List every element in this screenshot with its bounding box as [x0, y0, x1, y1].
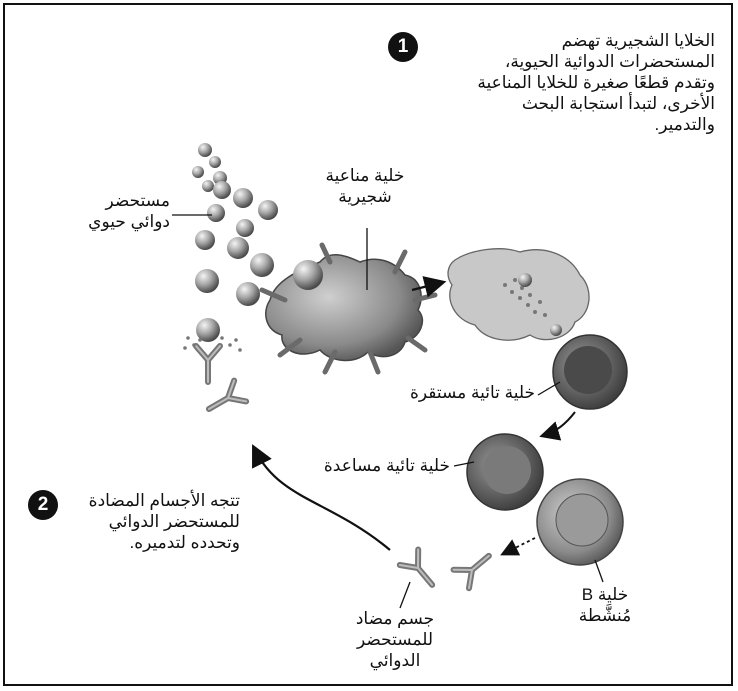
activated-b-cell-label: خلية B مُنشَّطة: [578, 585, 632, 625]
diagram-border: [3, 3, 733, 686]
helper-t-cell: [466, 433, 544, 511]
processing-dendritic-cell: [447, 248, 590, 341]
biologic-drug-label: مستحضر دوائي حيوي: [88, 191, 170, 231]
step-1-text: الخلايا الشجيرية تهضم المستحضرات الدوائي…: [477, 31, 715, 134]
step-2-text: تتجه الأجسام المضادة للمستحضر الدوائي وت…: [88, 491, 240, 552]
drug-particles: [192, 143, 278, 306]
antibody-label: جسم مضاد للمستحضر الدوائي: [355, 609, 435, 670]
step-1-badge: 1: [388, 32, 418, 62]
helper-t-cell-label: خلية تائية مساعدة: [323, 456, 450, 475]
dendritic-cell: [259, 242, 438, 375]
resting-t-cell: [552, 334, 628, 410]
resting-t-cell-label: خلية تائية مستقرة: [409, 383, 535, 402]
step-2-badge: 2: [28, 490, 58, 520]
activated-b-cell: [536, 478, 624, 566]
dendritic-cell-label: خلية مناعية شجيرية: [325, 166, 405, 206]
drug-antibody-complex: [183, 318, 242, 352]
